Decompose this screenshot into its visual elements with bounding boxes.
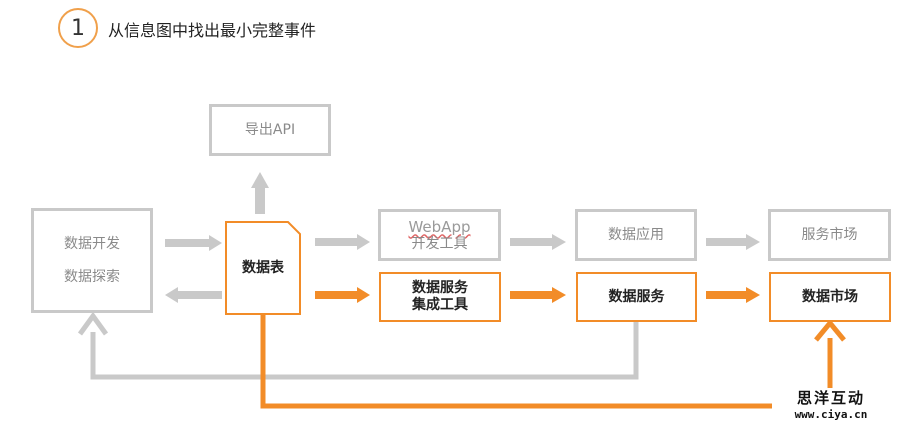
node-data-dev-explore: 数据开发 数据探索: [31, 208, 153, 313]
node-export-api-label: 导出API: [244, 121, 296, 138]
node-export-api: 导出API: [209, 104, 331, 156]
node-service-market-label: 服务市场: [801, 226, 858, 243]
arrow-service-to-market-head: [746, 287, 760, 303]
arrow-table-to-webapp-head: [357, 234, 370, 250]
arrow-table-to-dev-head: [165, 287, 178, 303]
node-integration-line1: 数据服务: [412, 280, 468, 297]
arrow-up-shaft: [255, 188, 265, 214]
arrow-table-to-integration-head: [357, 287, 370, 303]
watermark-brand: 思洋互动: [796, 389, 865, 407]
data-table-shape: [225, 221, 301, 315]
arrow-integration-to-service-head: [552, 287, 566, 303]
node-data-dev-label: 数据开发: [64, 235, 120, 252]
page-title: 从信息图中找出最小完整事件: [108, 21, 317, 40]
node-data-market: 数据市场: [769, 272, 891, 322]
arrow-dev-to-table-shaft: [165, 239, 211, 247]
node-data-service: 数据服务: [576, 272, 697, 322]
node-data-service-label: 数据服务: [608, 288, 665, 305]
node-data-application-label: 数据应用: [608, 226, 664, 243]
arrow-service-to-market-shaft: [706, 291, 748, 299]
return-arrowhead-orange: [814, 319, 846, 342]
node-integration-line2: 集成工具: [412, 297, 468, 313]
return-arrowhead-gray: [77, 311, 109, 336]
watermark-url: www.ciya.cn: [794, 408, 868, 421]
node-data-application: 数据应用: [575, 209, 697, 261]
arrow-dev-to-table-head: [209, 235, 222, 251]
node-service-market: 服务市场: [768, 209, 891, 261]
node-data-service-integration-tool: 数据服务 集成工具: [379, 272, 501, 322]
arrow-table-to-webapp-shaft: [315, 238, 359, 246]
step-number: 1: [71, 15, 85, 41]
node-webapp-dev-tool: WebApp 开发工具: [378, 209, 501, 261]
node-data-explore-label: 数据探索: [64, 268, 120, 285]
return-line-gray: [90, 322, 639, 380]
node-data-table: 数据表: [226, 222, 300, 314]
arrow-up-head: [251, 172, 269, 188]
arrow-table-to-dev-shaft: [176, 291, 222, 299]
return-line-orange: [260, 315, 833, 409]
node-data-table-label: 数据表: [242, 259, 284, 276]
node-dev-tool-label: 开发工具: [411, 235, 468, 252]
arrow-app-to-market-head: [746, 234, 760, 250]
arrow-webapp-to-app-head: [552, 234, 566, 250]
arrow-table-to-integration-shaft: [315, 291, 359, 299]
node-data-market-label: 数据市场: [802, 288, 858, 305]
arrow-webapp-to-app-shaft: [510, 238, 554, 246]
step-number-badge: 1: [58, 8, 98, 48]
node-webapp-label: WebApp: [408, 217, 471, 236]
arrow-integration-to-service-shaft: [510, 291, 554, 299]
watermark: 思洋互动 www.ciya.cn: [772, 388, 890, 422]
arrow-app-to-market-shaft: [706, 238, 748, 246]
